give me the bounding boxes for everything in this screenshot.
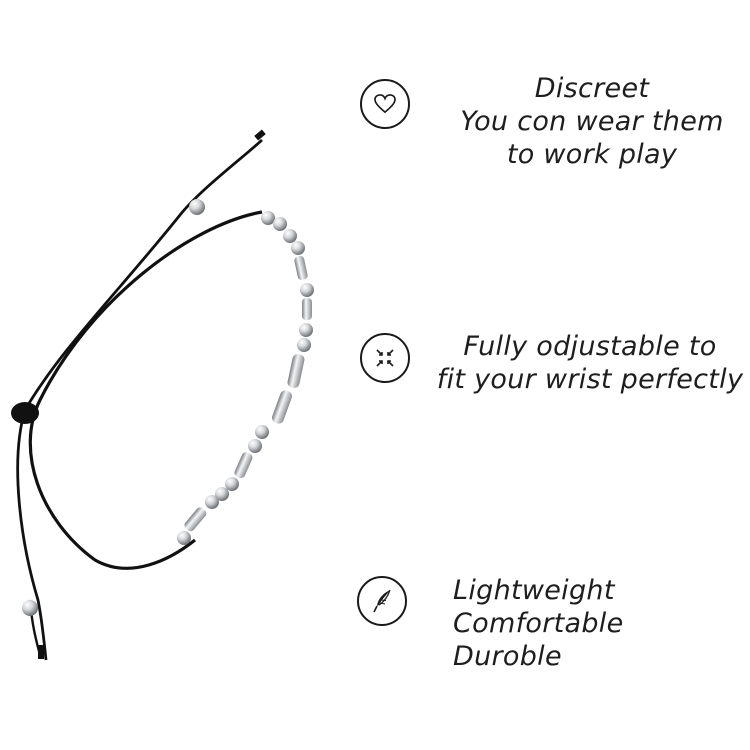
slip-knot [11, 402, 39, 424]
cord-loop [28, 210, 263, 570]
cord-lower [16, 409, 48, 661]
feature-line: Lightweight [453, 575, 615, 606]
feature-line: You con wear them [460, 106, 724, 137]
bracelet-illustration [11, 129, 314, 661]
feature-line: fit your wrist perfectly [436, 364, 744, 395]
feature-line: Fully odjustable to [463, 331, 717, 362]
feature-line: to work play [506, 139, 678, 170]
cord-upper [23, 138, 263, 411]
end-bead [22, 600, 38, 616]
morse-beads [177, 211, 314, 545]
adjust-arrows-icon [360, 333, 410, 383]
feature-line: Discreet [534, 73, 650, 104]
end-bead [189, 199, 205, 215]
feature-line: Durоble [453, 641, 562, 672]
heart-icon [360, 79, 410, 129]
feather-icon [357, 576, 407, 626]
feature-line: Comfortable [453, 608, 624, 639]
